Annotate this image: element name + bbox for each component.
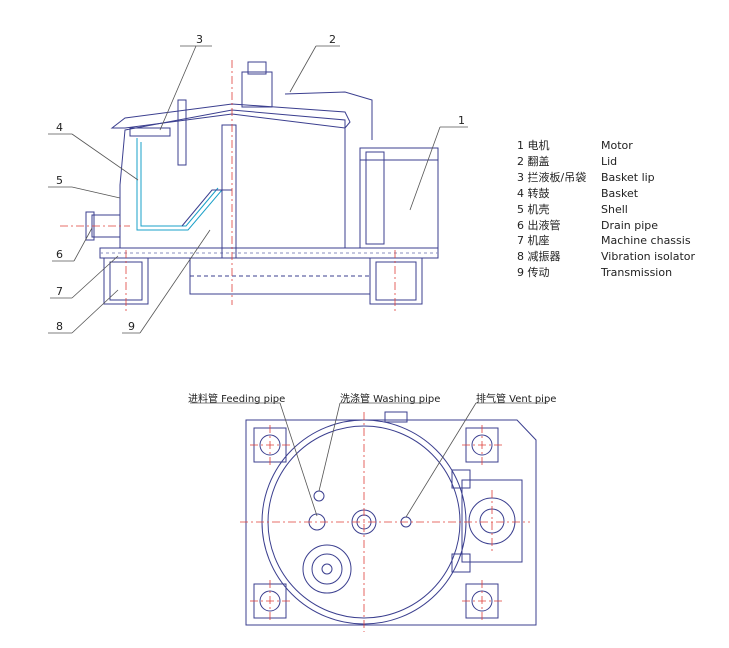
feeding-pipe-label: 进料管 Feeding pipe [188, 394, 286, 405]
legend-en: Basket [601, 186, 639, 200]
lid [110, 103, 351, 129]
legend-item: 5 机壳 Shell [517, 202, 695, 218]
legend-cn: 1 电机 [517, 139, 550, 152]
callout-9: 9 [128, 320, 135, 333]
basket [136, 138, 223, 231]
callout-1: 1 [458, 114, 465, 127]
legend-cn: 2 翻盖 [517, 154, 550, 168]
side-view [85, 61, 439, 305]
legend-en: Lid [601, 154, 618, 168]
legend-item: 3 拦液板/吊袋 Basket lip [517, 170, 695, 186]
callout-6: 6 [56, 248, 63, 261]
top-view [245, 411, 537, 626]
legend-item: 2 翻盖 Lid [517, 154, 695, 170]
shell [119, 109, 346, 248]
top-outline [245, 419, 537, 626]
legend-cn: 8 减振器 [517, 250, 561, 264]
lid-hinge [284, 91, 373, 140]
legend-cn: 6 出液管 [517, 218, 561, 232]
callout-3: 3 [196, 33, 203, 46]
basket-lip [129, 127, 171, 137]
motor-top [241, 71, 273, 108]
feed-pipe [177, 99, 187, 166]
legend-en: Shell [601, 202, 628, 216]
legend-en: Machine chassis [601, 234, 691, 248]
motor [359, 147, 439, 249]
legend-en: Motor [601, 139, 633, 152]
vent-pipe-label: 排气管 Vent pipe [476, 394, 557, 405]
legend-cn: 5 机壳 [517, 202, 550, 216]
legend-cn: 9 传动 [517, 266, 550, 280]
legend-en: Transmission [601, 266, 673, 280]
legend-item: 1 电机 Motor [517, 138, 695, 154]
legend-cn: 3 拦液板/吊袋 [517, 170, 587, 184]
legend-item: 6 出液管 Drain pipe [517, 218, 695, 234]
callout-2: 2 [329, 33, 336, 46]
washing-pipe-port [313, 490, 325, 502]
legend-item: 8 减振器 Vibration isolator [517, 249, 695, 265]
washing-pipe-label: 洗涤管 Washing pipe [340, 394, 441, 405]
legend-item: 4 转鼓 Basket [517, 186, 695, 202]
legend-en: Basket lip [601, 170, 655, 184]
legend-cn: 4 转鼓 [517, 186, 550, 200]
callout-7: 7 [56, 285, 63, 298]
vibration-isolator-right [369, 257, 423, 305]
motor-flange [302, 544, 352, 594]
legend-en: Vibration isolator [601, 250, 696, 264]
callout-5: 5 [56, 174, 63, 187]
callout-8: 8 [56, 320, 63, 333]
callout-4: 4 [56, 121, 63, 134]
legend-cn: 7 机座 [517, 234, 550, 248]
transmission-housing [189, 257, 371, 295]
legend-en: Drain pipe [601, 218, 659, 232]
parts-legend: 1 电机 Motor 2 翻盖 Lid 3 拦液板/吊袋 Basket lip 4 转… [517, 138, 695, 281]
legend-item: 7 机座 Machine chassis [517, 233, 695, 249]
motor-mount [461, 479, 523, 563]
legend-item: 9 传动 Transmission [517, 265, 695, 281]
